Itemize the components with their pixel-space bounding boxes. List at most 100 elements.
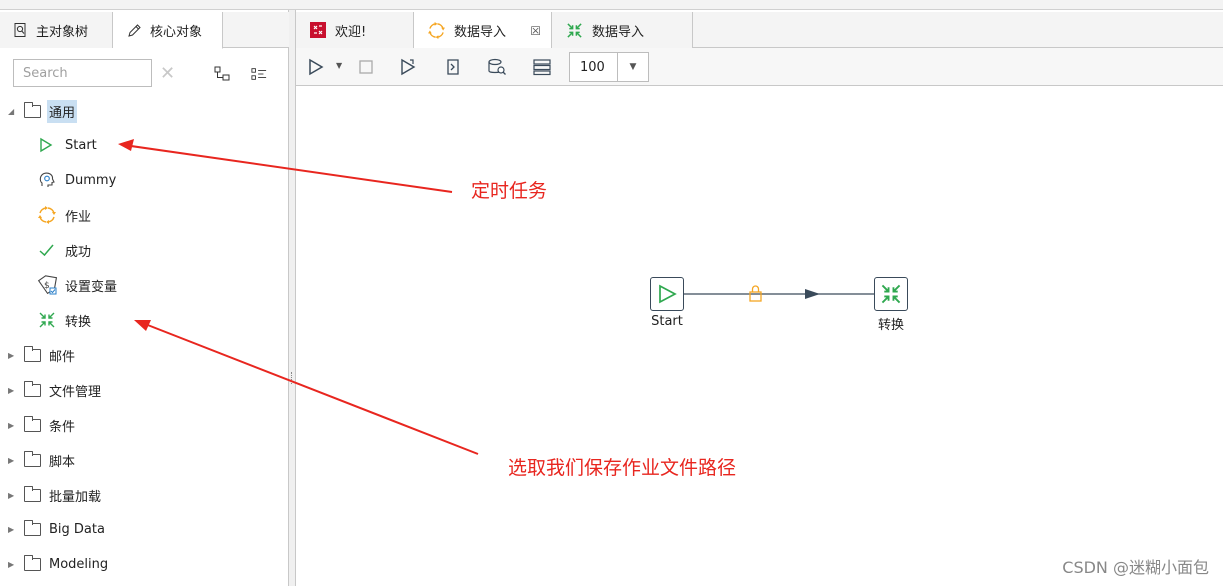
script-icon[interactable] xyxy=(443,57,463,77)
tree-folder-bulk-loading[interactable]: ▶ 批量加载 xyxy=(8,482,101,508)
right-panel: 欢迎! 数据导入 ☒ 数据导入 ▼ 100 ▼ xyxy=(296,10,1223,586)
tab-main-object-tree[interactable]: 主对象树 xyxy=(0,12,113,48)
caret-collapsed-icon: ▶ xyxy=(8,524,15,534)
run-options-dropdown-icon[interactable]: ▼ xyxy=(336,61,343,70)
caret-collapsed-icon: ▶ xyxy=(8,350,15,360)
tree-label: 文件管理 xyxy=(49,384,102,400)
dummy-head-icon xyxy=(39,172,55,187)
search-input[interactable] xyxy=(13,59,152,87)
tree-item-set-variable[interactable]: $ 设置变量 xyxy=(36,272,117,298)
editor-tabbar: 欢迎! 数据导入 ☒ 数据导入 xyxy=(296,12,1223,49)
zoom-select[interactable]: 100 ▼ xyxy=(569,52,649,82)
tree-folder-modeling[interactable]: ▶ Modeling xyxy=(8,551,108,577)
tree-label: 脚本 xyxy=(49,454,76,470)
collapse-tree-icon[interactable] xyxy=(214,66,230,82)
transform-arrows-icon xyxy=(567,22,582,38)
tree-label: Start xyxy=(65,137,97,153)
tree-label: 邮件 xyxy=(49,349,76,365)
lock-icon xyxy=(749,285,762,302)
database-search-icon[interactable] xyxy=(487,57,507,77)
panel-splitter[interactable] xyxy=(289,10,296,586)
annotation-timer-task: 定时任务 xyxy=(471,180,548,202)
caret-collapsed-icon: ▶ xyxy=(8,420,15,430)
stop-icon[interactable] xyxy=(356,57,376,77)
caret-collapsed-icon: ▶ xyxy=(8,559,15,569)
caret-collapsed-icon: ▶ xyxy=(8,490,15,500)
tree-folder-big-data[interactable]: ▶ Big Data xyxy=(8,516,105,542)
transform-arrows-icon xyxy=(39,312,55,328)
svg-text:$: $ xyxy=(44,281,50,291)
run-icon[interactable] xyxy=(306,57,326,77)
tab-job-data-import[interactable]: 数据导入 ☒ xyxy=(414,12,552,49)
variable-tag-icon: $ xyxy=(37,275,58,295)
run-preview-icon[interactable] xyxy=(399,57,419,77)
tab-welcome[interactable]: 欢迎! xyxy=(296,12,414,48)
check-icon xyxy=(39,244,54,257)
expand-list-icon[interactable] xyxy=(251,66,267,82)
tree-label: Dummy xyxy=(65,172,117,188)
left-tabbar: 主对象树 核心对象 xyxy=(0,12,289,49)
folder-icon xyxy=(24,519,41,536)
canvas-node-transform[interactable] xyxy=(874,277,908,311)
tree-item-transform[interactable]: 转换 xyxy=(38,307,91,333)
tree-folder-scripts[interactable]: ▶ 脚本 xyxy=(8,447,75,473)
folder-icon xyxy=(24,345,41,362)
left-panel: 主对象树 核心对象 ✕ ◢ 通用 Start Dummy 作业 xyxy=(0,10,289,586)
zoom-value: 100 xyxy=(570,53,618,81)
folder-icon xyxy=(24,101,41,118)
tree-item-job[interactable]: 作业 xyxy=(38,202,91,228)
pencil-icon xyxy=(128,23,141,37)
folder-icon xyxy=(24,380,41,397)
layout-grid-icon[interactable] xyxy=(532,57,552,77)
folder-icon xyxy=(24,554,41,571)
tab-label: 数据导入 xyxy=(454,25,507,40)
folder-icon xyxy=(24,485,41,502)
splitter-grip xyxy=(291,372,294,384)
clear-search-icon[interactable]: ✕ xyxy=(160,63,176,84)
hop-connector[interactable] xyxy=(296,86,1223,586)
welcome-icon xyxy=(310,22,326,38)
tab-label: 欢迎! xyxy=(335,24,367,40)
tab-label: 数据导入 xyxy=(592,24,645,40)
canvas-node-start[interactable] xyxy=(650,277,684,311)
tree-label: 通用 xyxy=(47,99,78,123)
play-icon xyxy=(659,284,677,304)
tab-transform-data-import[interactable]: 数据导入 xyxy=(552,12,693,48)
tree-label: 批量加载 xyxy=(49,489,102,505)
tree-label: 转换 xyxy=(65,314,92,330)
tree-folder-conditions[interactable]: ▶ 条件 xyxy=(8,412,75,438)
tab-core-objects[interactable]: 核心对象 xyxy=(113,12,223,49)
tree-item-start[interactable]: Start xyxy=(38,132,97,158)
tree-label: 条件 xyxy=(49,419,76,435)
transform-arrows-icon xyxy=(881,284,901,304)
tree-label: 作业 xyxy=(65,209,92,225)
job-canvas[interactable]: Start 转换 xyxy=(296,86,1223,586)
tree-folder-file-management[interactable]: ▶ 文件管理 xyxy=(8,377,101,403)
caret-collapsed-icon: ▶ xyxy=(8,385,15,395)
job-arrows-icon xyxy=(428,22,445,39)
annotation-select-path: 选取我们保存作业文件路径 xyxy=(508,457,737,479)
job-arrows-icon xyxy=(38,206,56,224)
tree-label: Big Data xyxy=(49,521,105,537)
folder-icon xyxy=(24,450,41,467)
canvas-node-label: Start xyxy=(651,314,683,329)
search-doc-icon xyxy=(14,22,26,37)
caret-collapsed-icon: ▶ xyxy=(8,455,15,465)
tree-label: 成功 xyxy=(65,244,92,260)
watermark: CSDN @迷糊小面包 xyxy=(1062,558,1209,577)
window-top-strip xyxy=(0,0,1223,10)
tree-item-dummy[interactable]: Dummy xyxy=(38,167,116,193)
tab-label: 核心对象 xyxy=(150,24,203,40)
folder-icon xyxy=(24,415,41,432)
tab-label: 主对象树 xyxy=(36,24,89,40)
caret-expanded-icon: ◢ xyxy=(8,106,15,116)
close-tab-icon[interactable]: ☒ xyxy=(530,24,541,38)
tree-label: 设置变量 xyxy=(65,279,118,295)
chevron-down-icon[interactable]: ▼ xyxy=(629,62,637,72)
tree-label: Modeling xyxy=(49,556,109,572)
tree-folder-general[interactable]: ◢ 通用 xyxy=(8,98,278,124)
canvas-node-label: 转换 xyxy=(877,318,904,333)
tree-item-success[interactable]: 成功 xyxy=(38,237,91,263)
editor-toolbar: ▼ 100 ▼ xyxy=(296,48,1223,86)
tree-folder-mail[interactable]: ▶ 邮件 xyxy=(8,342,75,368)
